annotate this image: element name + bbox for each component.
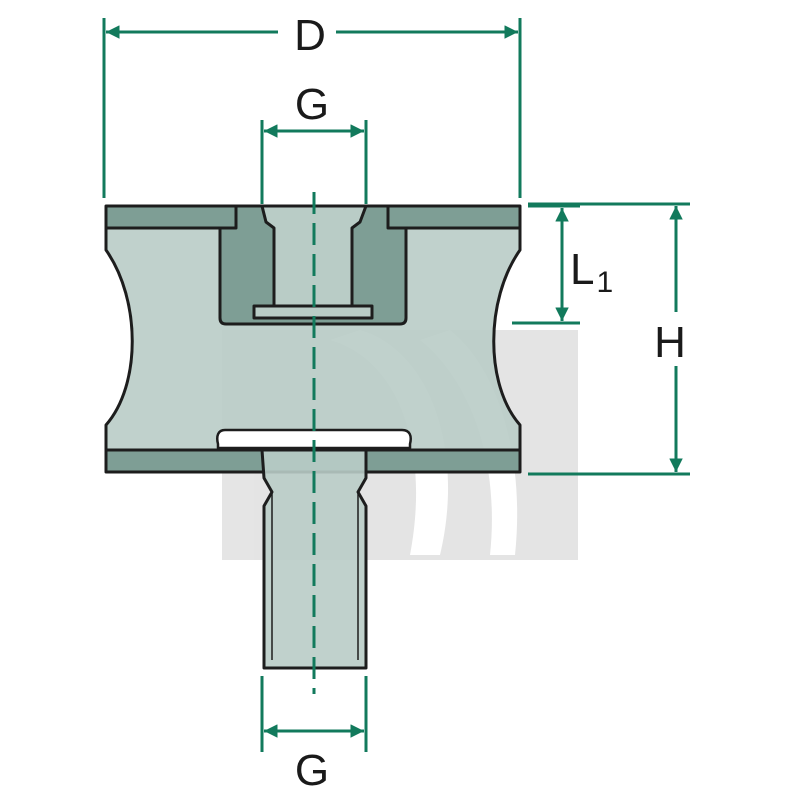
dimension-h: H [528, 202, 690, 476]
label-l1-main: L [570, 245, 594, 294]
dimension-g-bottom: G [260, 676, 368, 795]
label-l1: L1 [570, 245, 613, 299]
label-h: H [654, 318, 686, 367]
label-g-bottom: G [295, 746, 329, 795]
label-l1-sub: 1 [596, 266, 613, 299]
label-g-top: G [295, 80, 329, 129]
label-d: D [294, 11, 326, 60]
dimension-l1: L1 [512, 204, 613, 325]
threaded-stud [260, 448, 368, 670]
bottom-cavity [216, 428, 412, 450]
dimension-d: D [102, 11, 522, 198]
dimension-g-top: G [260, 80, 368, 204]
